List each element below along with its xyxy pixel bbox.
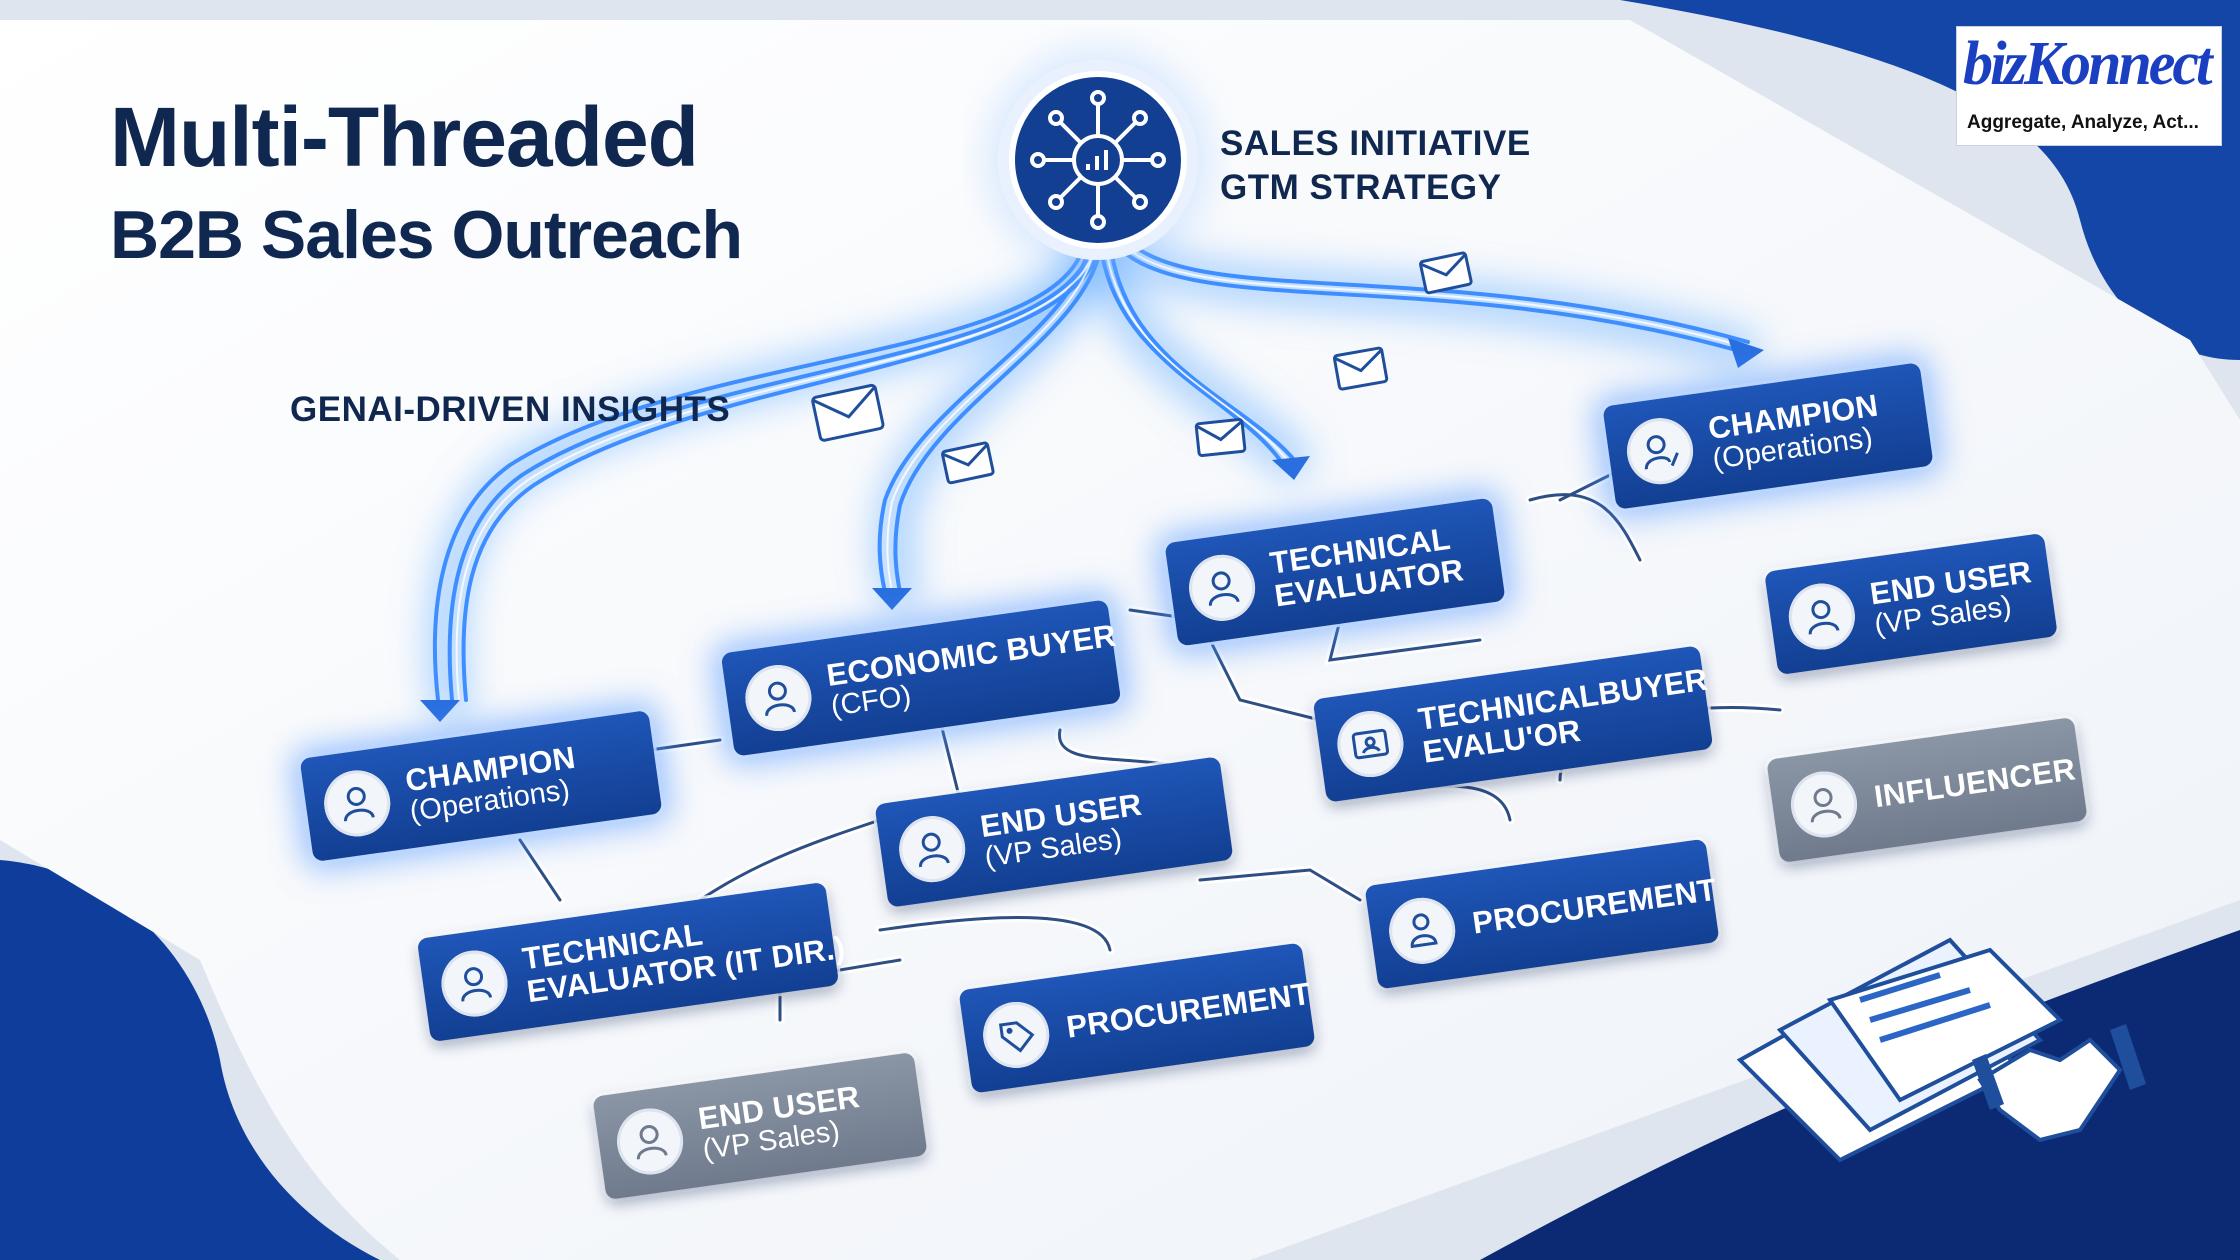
page-title: Multi-Threaded B2B Sales Outreach — [110, 90, 743, 273]
card-name: PROCUREMENT — [1470, 871, 1719, 941]
person-icon — [1786, 767, 1862, 842]
hub-label-line-1: SALES INITIATIVE — [1220, 124, 1531, 163]
hub-label-line-2: GTM STRATEGY — [1220, 168, 1502, 207]
person-icon — [319, 766, 395, 841]
card-procurement-mid: PROCUREMENT — [958, 942, 1316, 1094]
logo-wordmark: bizKonnect — [1963, 28, 2213, 98]
title-line-1: Multi-Threaded — [110, 90, 699, 184]
person-icon — [1184, 550, 1260, 626]
person-icon — [1784, 579, 1860, 654]
card-champion-left: CHAMPION(Operations) — [299, 710, 663, 862]
card-name: INFLUENCER — [1871, 751, 2078, 814]
people-icon — [1384, 893, 1460, 969]
documents-handshake-illustration — [1736, 937, 2146, 1163]
tag-icon — [978, 997, 1054, 1073]
title-line-2: B2B Sales Outreach — [110, 197, 743, 273]
logo-tagline: Aggregate, Analyze, Act... — [1967, 112, 2199, 133]
person-edit-icon — [1622, 413, 1698, 489]
insights-label: GENAI-DRIVEN INSIGHTS — [290, 390, 731, 429]
envelope-icons — [811, 251, 1473, 485]
card-end-user-right: END USER(VP Sales) — [1764, 532, 2058, 676]
card-end-user-bottom: END USER(VP Sales) — [592, 1051, 928, 1201]
person-icon — [437, 946, 512, 1021]
card-influencer: INFLUENCER — [1766, 716, 2088, 864]
hub-node — [986, 48, 1210, 272]
brand-logo: bizKonnect Aggregate, Analyze, Act... — [1956, 26, 2222, 146]
card-procurement-right: PROCUREMENT — [1364, 838, 1720, 990]
person-icon — [612, 1104, 688, 1179]
card-end-user-mid: END USER(VP Sales) — [874, 756, 1234, 908]
person-icon — [894, 811, 970, 887]
card-champion-right: CHAMPION(Operations) — [1602, 362, 1934, 510]
hub-label: SALES INITIATIVE GTM STRATEGY — [1220, 122, 1531, 210]
outreach-threads — [420, 210, 1764, 722]
id-card-icon — [1333, 706, 1408, 782]
card-economic-buyer: ECONOMIC BUYER(CFO) — [720, 599, 1122, 757]
card-name: PROCUREMENT — [1064, 975, 1313, 1045]
network-analytics-icon — [1030, 90, 1166, 230]
person-icon — [741, 660, 816, 736]
